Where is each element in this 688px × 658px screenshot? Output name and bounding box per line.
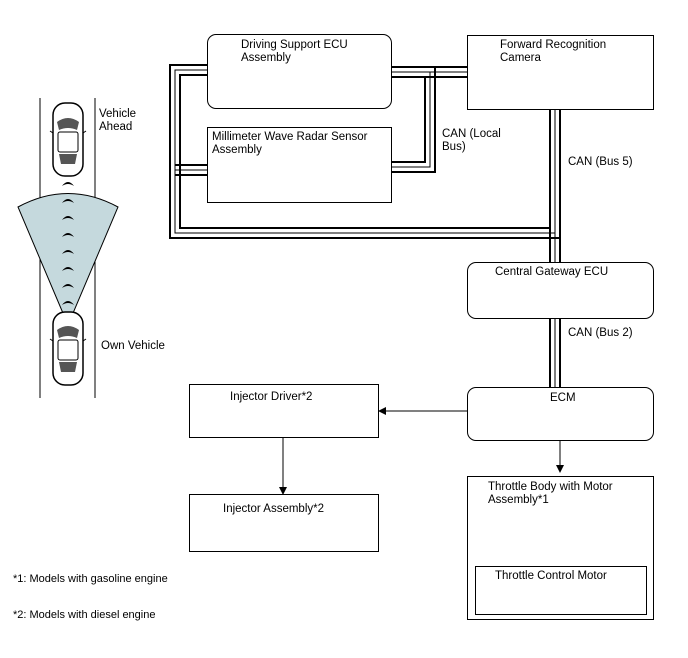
own-vehicle-icon [49, 311, 87, 386]
can-local-bus-label: CAN (Local Bus) [442, 128, 501, 153]
vehicle-ahead-icon [49, 102, 87, 177]
central-gateway-ecu-label: Central Gateway ECU [495, 266, 609, 278]
millimeter-wave-radar-label: Millimeter Wave Radar Sensor Assembly [212, 131, 368, 156]
signal-arrows [279, 407, 564, 495]
forward-recognition-camera-box: Forward Recognition Camera [467, 35, 654, 110]
injector-driver-label: Injector Driver*2 [230, 391, 313, 403]
ecm-label: ECM [550, 392, 576, 404]
forward-recognition-camera-label: Forward Recognition Camera [500, 39, 607, 64]
ecm-box: ECM [467, 387, 654, 441]
radar-wave-arcs [62, 182, 74, 305]
throttle-control-motor-box: Throttle Control Motor [475, 566, 647, 615]
throttle-control-motor-label: Throttle Control Motor [495, 570, 607, 582]
millimeter-wave-radar-box: Millimeter Wave Radar Sensor Assembly [207, 127, 392, 203]
injector-assembly-label: Injector Assembly*2 [223, 503, 324, 515]
throttle-body-box: Throttle Body with Motor Assembly*1 Thro… [467, 476, 654, 620]
injector-assembly-box: Injector Assembly*2 [189, 494, 379, 552]
injector-driver-box: Injector Driver*2 [189, 384, 379, 438]
driving-support-ecu-box: Driving Support ECU Assembly [207, 34, 392, 109]
footnote-2: *2: Models with diesel engine [13, 609, 156, 621]
own-vehicle-label: Own Vehicle [101, 340, 165, 352]
can-bus-5-label: CAN (Bus 5) [568, 156, 633, 168]
radar-beam [17, 193, 119, 327]
can-bus-2-label: CAN (Bus 2) [568, 327, 633, 339]
central-gateway-ecu-box: Central Gateway ECU [467, 262, 654, 319]
road-scene [17, 98, 119, 398]
throttle-body-label: Throttle Body with Motor Assembly*1 [488, 481, 613, 506]
driving-support-ecu-label: Driving Support ECU Assembly [241, 39, 348, 64]
footnote-1: *1: Models with gasoline engine [13, 573, 168, 585]
can-bus-lines [169, 64, 561, 387]
vehicle-ahead-label: Vehicle Ahead [99, 108, 137, 133]
